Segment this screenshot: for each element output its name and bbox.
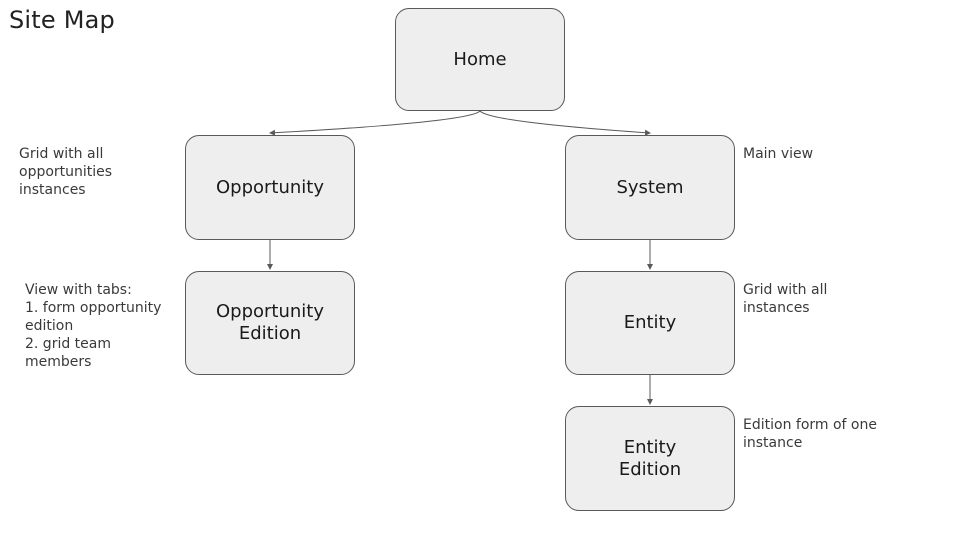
node-system: System [565, 135, 735, 240]
node-home-label: Home [453, 48, 507, 70]
node-opportunity-edition-label: Opportunity Edition [215, 301, 325, 344]
node-opportunity-edition: Opportunity Edition [185, 271, 355, 375]
note-entity-edition: Edition form of one instance [743, 417, 877, 451]
node-entity-edition: Entity Edition [565, 406, 735, 511]
node-opportunity: Opportunity [185, 135, 355, 240]
connector-home-to-opportunity [269, 110, 481, 136]
connector-home-to-system [479, 110, 651, 136]
node-entity-edition-label: Entity Edition [618, 436, 682, 480]
note-entity: Grid with all instances [743, 282, 828, 316]
node-opportunity-label: Opportunity [215, 176, 325, 198]
node-entity: Entity [565, 271, 735, 375]
node-entity-label: Entity [623, 312, 677, 333]
node-system-label: System [616, 176, 684, 198]
note-opportunity-edition: View with tabs: 1. form opportunity edit… [25, 282, 162, 370]
page-title: Site Map [9, 6, 115, 34]
note-system: Main view [743, 146, 814, 162]
note-opportunity: Grid with all opportunities instances [19, 146, 113, 198]
node-home: Home [395, 8, 565, 111]
